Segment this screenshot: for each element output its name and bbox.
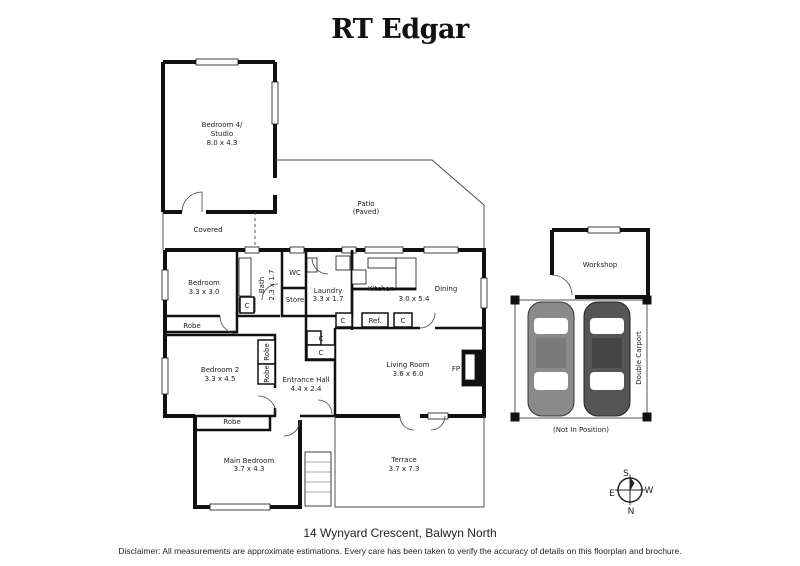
- compass-w: W: [645, 486, 654, 496]
- compass-e: E: [609, 489, 615, 499]
- disclaimer-text: Disclaimer: All measurements are approxi…: [118, 546, 682, 556]
- terrace-dims: 3.7 x 7.3: [389, 465, 420, 473]
- brand-logo: RT Edgar: [331, 14, 469, 45]
- interior-walls: [165, 250, 484, 432]
- ref-label: Ref.: [368, 317, 381, 325]
- main-bedroom-label: Main Bedroom: [224, 457, 275, 465]
- robe-label-2: Robe: [263, 343, 271, 361]
- compass-s: S: [623, 469, 629, 479]
- bedroom4-dims: 8.0 x 4.3: [207, 139, 238, 147]
- cupboard-label-2: C: [341, 317, 346, 325]
- studio-window-east: [271, 81, 279, 125]
- living-room-label: Living Room: [387, 361, 430, 369]
- carport-posts: [510, 295, 652, 422]
- main-bedroom-dims: 3.7 x 4.3: [234, 465, 265, 473]
- terrace-label: Terrace: [390, 456, 416, 464]
- laundry-label: Laundry: [314, 287, 343, 295]
- workshop-label: Workshop: [583, 261, 618, 269]
- steps: [305, 461, 331, 493]
- bedroom2-dims: 3.3 x 4.5: [205, 375, 236, 383]
- car-light: [527, 301, 575, 417]
- studio-window: [195, 58, 239, 66]
- store-label: Store: [286, 296, 305, 304]
- laundry-dims: 3.3 x 1.7: [313, 295, 344, 303]
- double-carport-label: Double Carport: [635, 331, 643, 385]
- property-address: 14 Wynyard Crescent, Balwyn North: [303, 526, 497, 540]
- studio-door: [181, 191, 203, 213]
- robe-label-3: Robe: [263, 365, 271, 383]
- entrance-hall-dims: 4.4 x 2.4: [291, 385, 322, 393]
- kitchen-dining-dims: 3.0 x 5.4: [399, 295, 430, 303]
- cupboard-label-5: C: [319, 349, 324, 357]
- compass-icon: [615, 475, 645, 505]
- house-windows: [161, 246, 488, 511]
- terrace-outline: [334, 416, 485, 508]
- cupboard-label-4: C: [319, 335, 324, 343]
- kitchen-label: Kitchen: [368, 285, 394, 293]
- patio-outline: [162, 159, 485, 250]
- bedroom4-label2: Studio: [211, 130, 233, 138]
- bath-dims: 2.3 x 1.7: [268, 270, 276, 301]
- bath-label: Bath: [258, 277, 266, 293]
- robe-label-4: Robe: [223, 418, 241, 426]
- robe-label-1: Robe: [183, 322, 201, 330]
- cupboards: [239, 296, 413, 385]
- covered-label: Covered: [193, 226, 222, 234]
- bedroom2-label: Bedroom 2: [201, 366, 239, 374]
- fp-label: FP: [452, 365, 460, 373]
- bedroom-dims: 3.3 x 3.0: [189, 288, 220, 296]
- patio-label: Patio: [357, 200, 374, 208]
- not-in-position-label: (Not In Position): [553, 426, 609, 434]
- cupboard-label-1: C: [245, 302, 250, 310]
- patio-note: (Paved): [353, 208, 380, 216]
- bedroom4-label: Bedroom 4/: [202, 121, 243, 129]
- car-dark: [583, 301, 631, 417]
- doors: [219, 257, 446, 437]
- compass-n: N: [628, 507, 635, 517]
- carport-outline: [514, 299, 648, 419]
- entrance-hall-label: Entrance Hall: [282, 376, 329, 384]
- dining-label: Dining: [435, 285, 458, 293]
- cupboard-label-3: C: [401, 317, 406, 325]
- bedroom-label: Bedroom: [188, 279, 220, 287]
- wc-label: WC: [289, 269, 301, 277]
- living-room-dims: 3.6 x 6.0: [393, 370, 424, 378]
